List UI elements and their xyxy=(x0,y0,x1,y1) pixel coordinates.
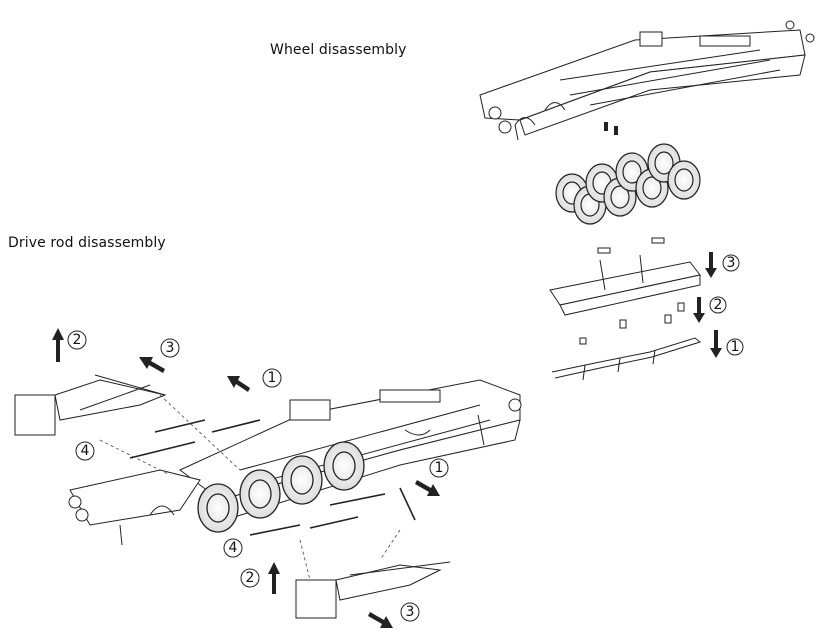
svg-text:1: 1 xyxy=(731,339,740,355)
step-wheel-3: 3 xyxy=(722,254,740,272)
step-rod-bottom-2: 2 xyxy=(240,568,260,588)
brake-rod-assembly xyxy=(551,337,702,381)
step-markers: 3 2 1 2 3 4 1 1 4 2 3 xyxy=(67,254,744,622)
upper-chassis-frame xyxy=(479,20,815,141)
drive-wheel-1 xyxy=(197,483,239,533)
drive-wheel-2 xyxy=(239,469,281,519)
step-rod-bottom-4: 4 xyxy=(223,538,243,558)
front-cylinder-assembly xyxy=(14,374,167,436)
step-wheel-2: 2 xyxy=(709,296,727,314)
svg-text:3: 3 xyxy=(166,340,175,356)
small-pins xyxy=(604,122,618,135)
svg-text:3: 3 xyxy=(727,255,736,271)
svg-text:2: 2 xyxy=(73,332,82,348)
front-truck xyxy=(68,469,201,546)
svg-text:1: 1 xyxy=(268,370,277,386)
wheel-disassembly-title: Wheel disassembly xyxy=(270,42,407,58)
step-rod-right-1: 1 xyxy=(429,458,449,478)
step-rod-bottom-3: 3 xyxy=(400,602,420,622)
step-rod-top-1: 1 xyxy=(262,368,282,388)
wheel-arrows xyxy=(693,252,722,358)
drive-rod-disassembly-title: Drive rod disassembly xyxy=(8,235,166,251)
screws xyxy=(579,302,685,345)
lower-frame-plate xyxy=(549,237,701,316)
drive-wheels xyxy=(197,441,365,533)
svg-text:4: 4 xyxy=(229,540,238,556)
step-rod-front-3: 3 xyxy=(160,338,180,358)
wheelset-group xyxy=(555,143,701,225)
drive-wheel-4 xyxy=(323,441,365,491)
rod-arrows xyxy=(52,328,440,628)
drive-rods xyxy=(129,419,416,536)
wheel-3 xyxy=(615,152,669,208)
drive-wheel-3 xyxy=(281,455,323,505)
svg-text:4: 4 xyxy=(81,443,90,459)
step-wheel-1: 1 xyxy=(726,338,744,356)
wheel-4 xyxy=(647,143,701,200)
step-rod-front-2: 2 xyxy=(67,330,87,350)
step-rod-front-4: 4 xyxy=(75,441,95,461)
svg-text:1: 1 xyxy=(435,460,444,476)
rear-cylinder-assembly xyxy=(295,561,451,619)
svg-text:2: 2 xyxy=(714,297,723,313)
svg-text:2: 2 xyxy=(246,570,255,586)
guide-lines xyxy=(99,394,401,581)
svg-text:3: 3 xyxy=(406,604,415,620)
